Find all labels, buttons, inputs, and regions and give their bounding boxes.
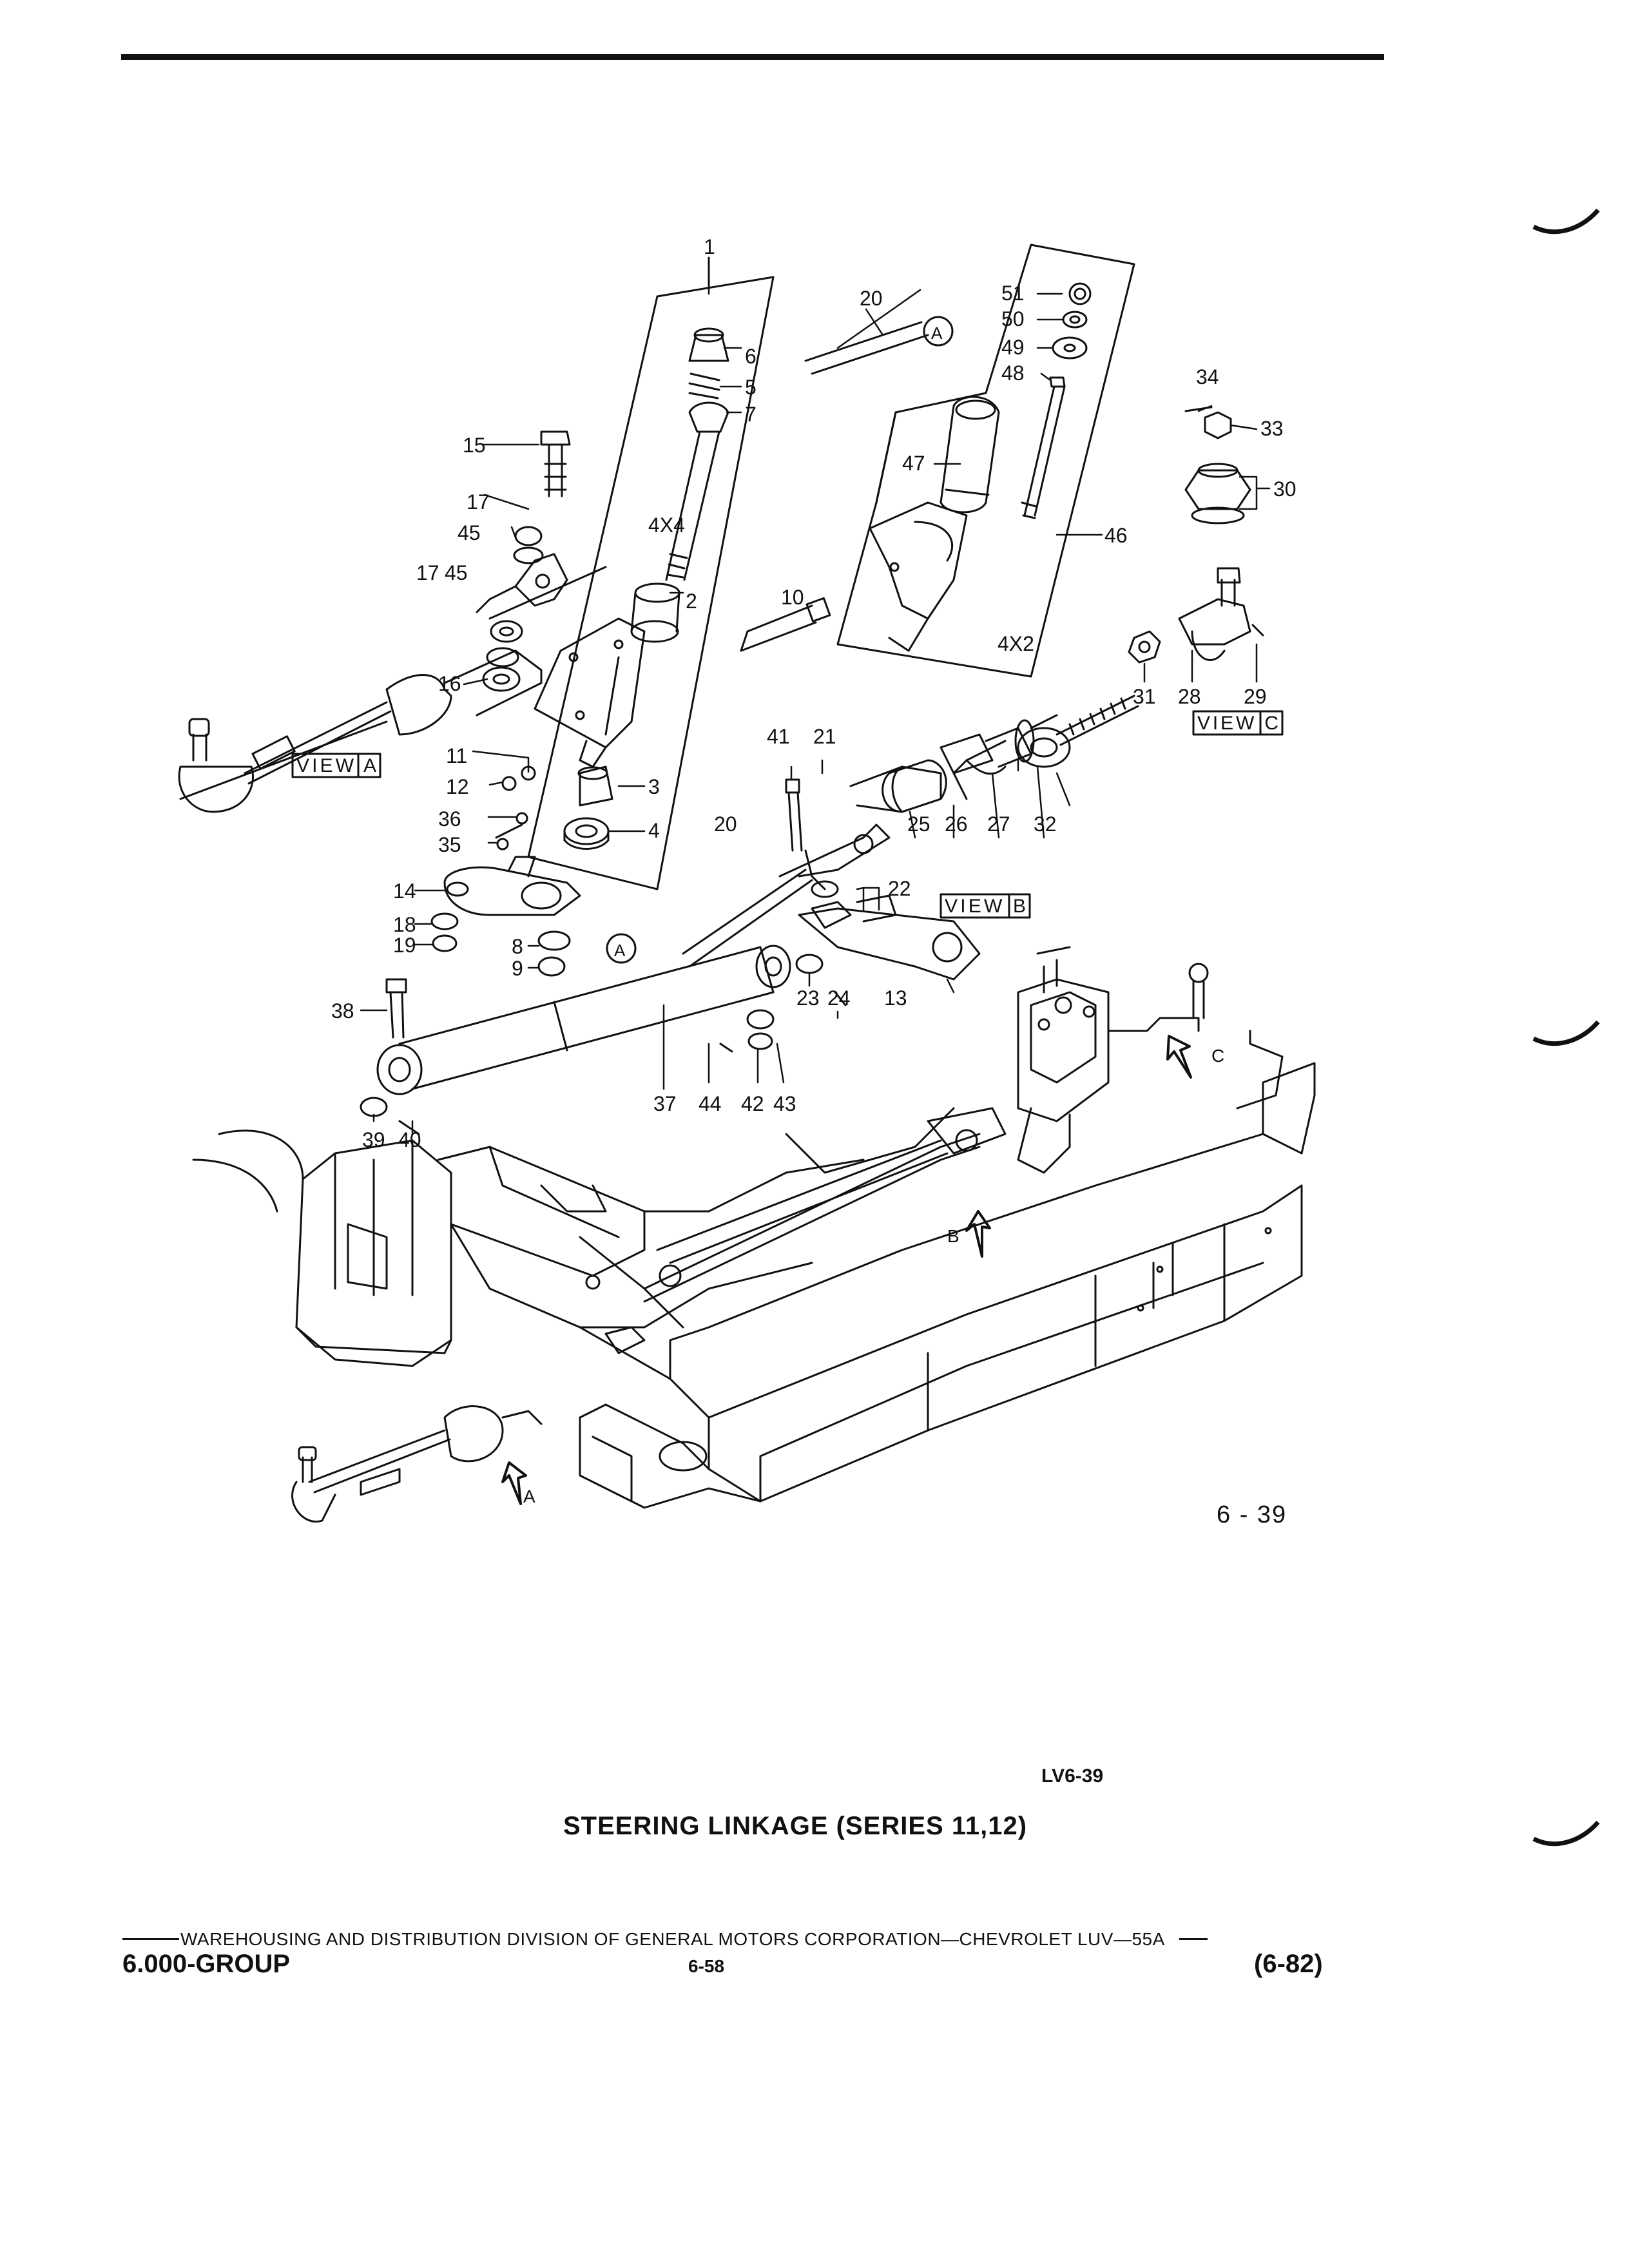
tie-rod-right-view-c (849, 406, 1264, 813)
callout-49: 49 (1001, 336, 1025, 359)
figure-number: 6 - 39 (1217, 1501, 1287, 1528)
callout-42: 42 (741, 1092, 764, 1115)
tie-rod-assembly-view-a (178, 553, 607, 813)
callout-6: 6 (745, 345, 757, 368)
footer-group: 6.000-GROUP (122, 1950, 291, 1978)
callout-34: 34 (1196, 365, 1219, 389)
callout-20-lower: 20 (714, 812, 737, 836)
callout-36: 36 (438, 807, 461, 831)
callout-17-upper: 17 (467, 490, 490, 514)
view-arrow-b (965, 1210, 991, 1258)
relay-rod-parts (606, 316, 1058, 981)
callout-24: 24 (827, 986, 851, 1010)
callout-20-upper: 20 (860, 287, 883, 310)
callout-22: 22 (888, 877, 911, 900)
view-arrow-c (1166, 1035, 1192, 1079)
callout-45-upper: 45 (458, 521, 481, 544)
installed-linkage (585, 1107, 1007, 1354)
callout-25: 25 (907, 812, 930, 836)
view-label-a: VIEW A (296, 755, 376, 776)
callout-38: 38 (331, 999, 354, 1023)
callout-16: 16 (438, 672, 461, 695)
callout-8: 8 (512, 935, 523, 958)
callout-labels: 1 6 5 7 2 3 4 20 10 15 17 45 17 45 16 11… (331, 235, 1296, 1506)
footer-dash-right (1179, 1938, 1208, 1941)
footer-division-line: WAREHOUSING AND DISTRIBUTION DIVISION OF… (122, 1929, 1208, 1950)
binding-mark-1 (1532, 208, 1600, 235)
callout-27: 27 (987, 812, 1010, 836)
callout-29: 29 (1244, 685, 1267, 708)
arrow-letter-b: B (947, 1226, 959, 1246)
callout-18: 18 (393, 913, 416, 936)
callout-35: 35 (438, 833, 461, 856)
tie-rod-lower-left (291, 1405, 543, 1523)
callout-39: 39 (362, 1128, 385, 1151)
circle-marker-a-lower: A (614, 941, 626, 960)
callout-45-lower: 45 (445, 561, 468, 584)
arrow-letter-a: A (523, 1486, 535, 1506)
callout-17-lower: 17 (416, 561, 439, 584)
callout-2: 2 (686, 590, 697, 613)
callout-44: 44 (699, 1092, 722, 1115)
figure-code: LV6-39 (1041, 1765, 1104, 1787)
callout-5: 5 (745, 376, 757, 399)
idler-arm-box-4x4 (527, 256, 775, 890)
ball-stud-parts (482, 430, 571, 692)
idler-arm-hardware (430, 597, 831, 977)
callout-9: 9 (512, 957, 523, 980)
callout-28: 28 (1178, 685, 1201, 708)
binding-mark-2 (1532, 1020, 1600, 1046)
callout-19: 19 (393, 934, 416, 957)
header-rule (121, 54, 1384, 60)
callout-4: 4 (648, 819, 660, 842)
callout-7: 7 (745, 403, 757, 426)
page-title: STEERING LINKAGE (SERIES 11,12) (0, 1812, 1629, 1841)
view-label-b: VIEW B (945, 896, 1026, 917)
circle-marker-a-upper: A (931, 323, 943, 343)
binding-mark-3 (1532, 1820, 1600, 1847)
callout-41: 41 (767, 725, 790, 748)
page-title-text: STEERING LINKAGE (SERIES 11,12) (563, 1812, 1028, 1840)
steering-damper (360, 945, 847, 1135)
callout-26: 26 (945, 812, 968, 836)
variant-label-4x4: 4X4 (648, 514, 685, 537)
arrow-letter-c: C (1211, 1046, 1224, 1066)
callout-1: 1 (704, 235, 715, 258)
view-label-c: VIEW C (1197, 713, 1278, 734)
footer-dash-left (122, 1938, 179, 1941)
callout-21: 21 (813, 725, 836, 748)
footer-date: (6-82) (1254, 1950, 1323, 1978)
callout-46: 46 (1104, 524, 1128, 547)
callout-10: 10 (781, 586, 804, 609)
callout-31: 31 (1133, 685, 1156, 708)
callout-12: 12 (446, 775, 469, 798)
callout-40: 40 (398, 1128, 421, 1151)
callout-37: 37 (653, 1092, 677, 1115)
callout-50: 50 (1001, 307, 1025, 331)
view-arrow-a (501, 1461, 527, 1505)
callout-48: 48 (1001, 361, 1025, 385)
callout-15: 15 (463, 434, 486, 457)
callout-23: 23 (796, 986, 820, 1010)
callout-33: 33 (1260, 417, 1284, 440)
variant-label-4x2: 4X2 (998, 632, 1034, 655)
idler-support-box-4x2 (836, 244, 1135, 678)
vehicle-frame (192, 1030, 1316, 1509)
callout-13: 13 (884, 986, 907, 1010)
view-arrows (501, 1035, 1192, 1505)
leader-lines (360, 256, 1271, 1135)
callout-11: 11 (446, 744, 467, 767)
callout-14: 14 (393, 879, 416, 903)
steering-gear-box (1017, 946, 1209, 1174)
callout-43: 43 (773, 1092, 796, 1115)
callout-32: 32 (1034, 812, 1057, 836)
callout-51: 51 (1001, 282, 1025, 305)
footer-division-text: WAREHOUSING AND DISTRIBUTION DIVISION OF… (180, 1929, 1165, 1949)
callout-30: 30 (1273, 477, 1296, 501)
callout-47: 47 (902, 452, 925, 475)
callout-3: 3 (648, 775, 660, 798)
footer-page-number: 6-58 (688, 1956, 725, 1976)
